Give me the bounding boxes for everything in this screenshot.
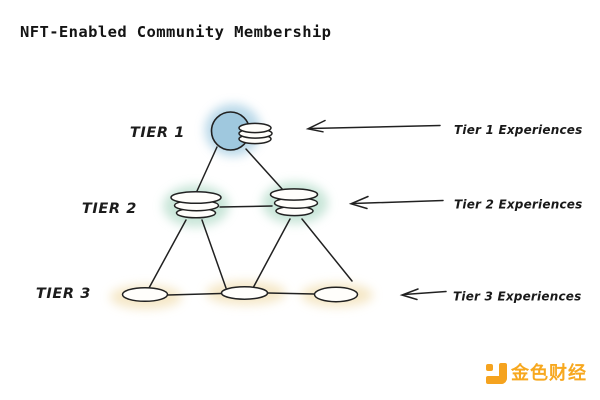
connector-line bbox=[252, 218, 291, 289]
connector-line bbox=[196, 146, 218, 192]
connector-line bbox=[301, 218, 353, 282]
tier3-node-middle bbox=[220, 286, 269, 300]
connector-line bbox=[167, 292, 222, 296]
tier3-arrow bbox=[399, 288, 447, 301]
tier1-arrow bbox=[305, 119, 441, 133]
tier1-node bbox=[210, 111, 273, 151]
connector-lines bbox=[148, 146, 353, 296]
tier2-node-right bbox=[269, 188, 319, 217]
connector-line bbox=[219, 205, 273, 208]
tier2-node-left bbox=[170, 190, 222, 219]
tier3-node-right bbox=[313, 286, 359, 303]
connector-line bbox=[201, 219, 227, 289]
tier3-nodes bbox=[121, 286, 359, 303]
coin-stack-icon bbox=[238, 122, 273, 145]
tier2-arrow bbox=[348, 195, 444, 210]
watermark-logo: 金色财经 bbox=[486, 363, 587, 384]
annotation-arrows bbox=[305, 119, 447, 301]
tier3-node-left bbox=[121, 286, 169, 303]
tier1-label: TIER 1 bbox=[130, 125, 185, 141]
tier2-experience-label: Tier 2 Experiences bbox=[454, 198, 582, 212]
connector-line bbox=[148, 219, 187, 289]
page-title: NFT-Enabled Community Membership bbox=[20, 23, 331, 41]
jinse-logo-icon bbox=[486, 363, 507, 384]
tier2-label: TIER 2 bbox=[82, 201, 137, 217]
connector-line bbox=[245, 148, 284, 191]
tier3-label: TIER 3 bbox=[36, 286, 91, 302]
tier3-experience-label: Tier 3 Experiences bbox=[453, 290, 581, 304]
tier1-experience-label: Tier 1 Experiences bbox=[454, 123, 582, 137]
connector-line bbox=[267, 292, 315, 295]
watermark-logo-text: 金色财经 bbox=[511, 363, 587, 384]
